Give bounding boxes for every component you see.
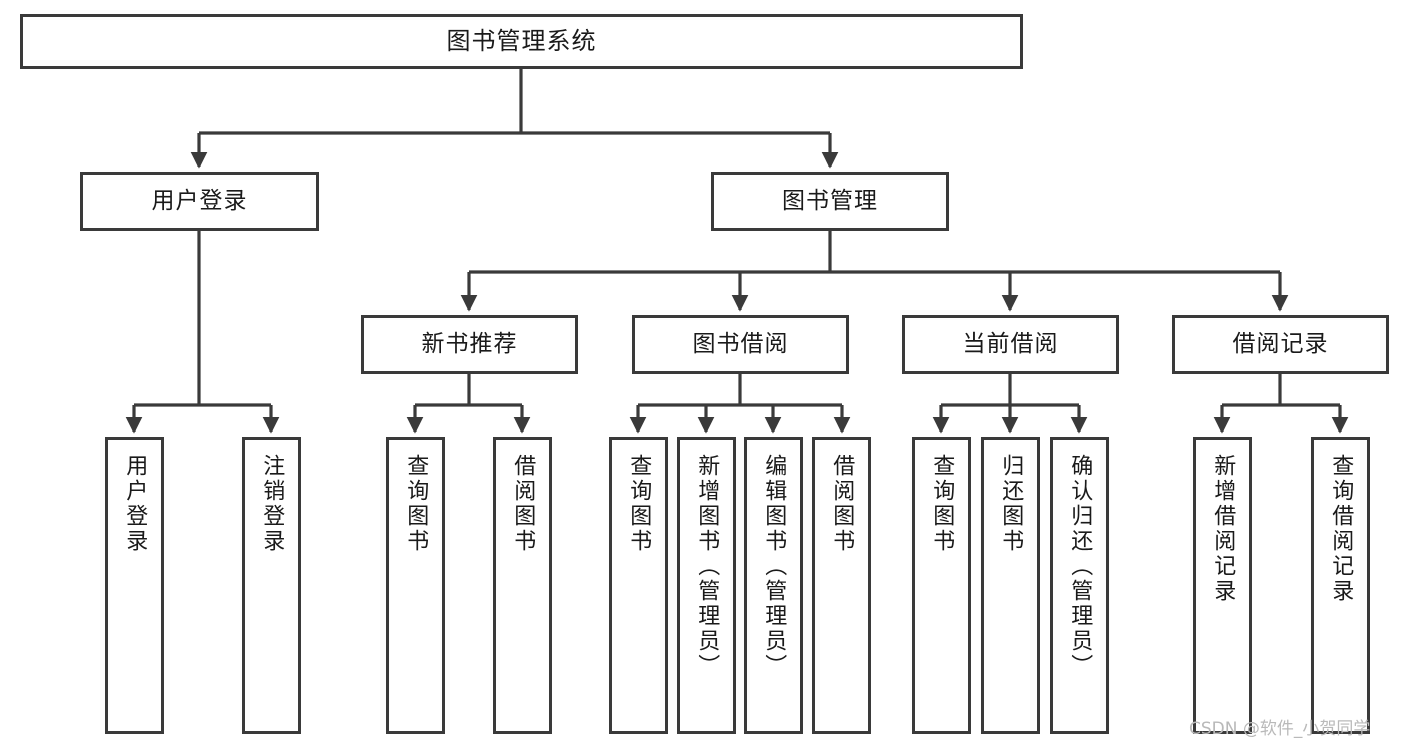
node-leaf-query-record-label: 查询借阅记录	[1328, 454, 1354, 604]
node-user-login[interactable]: 用户登录	[80, 172, 319, 231]
node-leaf-edit-book[interactable]: 编辑图书（管理员）	[744, 437, 803, 734]
node-new-book-recommend[interactable]: 新书推荐	[361, 315, 578, 374]
node-current-borrow-label: 当前借阅	[962, 330, 1059, 357]
node-leaf-user-login-label: 用户登录	[122, 454, 148, 554]
node-leaf-query-book-2-label: 查询图书	[626, 454, 652, 554]
node-leaf-user-login[interactable]: 用户登录	[105, 437, 164, 734]
node-book-manage[interactable]: 图书管理	[711, 172, 949, 231]
node-leaf-add-record[interactable]: 新增借阅记录	[1193, 437, 1252, 734]
node-leaf-query-book-2[interactable]: 查询图书	[609, 437, 668, 734]
node-leaf-confirm-return-label: 确认归还（管理员）	[1067, 454, 1093, 679]
node-leaf-borrow-book-2-label: 借阅图书	[829, 454, 855, 554]
node-book-manage-label: 图书管理	[782, 187, 878, 214]
node-leaf-query-record[interactable]: 查询借阅记录	[1311, 437, 1370, 734]
node-current-borrow[interactable]: 当前借阅	[902, 315, 1119, 374]
node-leaf-query-book-3-label: 查询图书	[929, 454, 955, 554]
node-leaf-query-book-1[interactable]: 查询图书	[386, 437, 445, 734]
watermark-text: CSDN @软件_小贺同学	[1189, 719, 1371, 739]
node-leaf-borrow-book-1[interactable]: 借阅图书	[493, 437, 552, 734]
node-leaf-add-book[interactable]: 新增图书（管理员）	[677, 437, 736, 734]
node-leaf-logout[interactable]: 注销登录	[242, 437, 301, 734]
node-leaf-return-book[interactable]: 归还图书	[981, 437, 1040, 734]
node-leaf-logout-label: 注销登录	[259, 454, 285, 554]
node-user-login-label: 用户登录	[151, 187, 248, 214]
node-new-book-recommend-label: 新书推荐	[421, 330, 518, 357]
node-root-label: 图书管理系统	[446, 27, 597, 56]
node-leaf-confirm-return[interactable]: 确认归还（管理员）	[1050, 437, 1109, 734]
node-leaf-borrow-book-1-label: 借阅图书	[510, 454, 536, 554]
node-root[interactable]: 图书管理系统	[20, 14, 1023, 69]
node-leaf-add-record-label: 新增借阅记录	[1210, 454, 1236, 604]
node-leaf-return-book-label: 归还图书	[998, 454, 1024, 554]
node-leaf-edit-book-label: 编辑图书（管理员）	[761, 454, 787, 679]
node-leaf-query-book-1-label: 查询图书	[403, 454, 429, 554]
node-leaf-query-book-3[interactable]: 查询图书	[912, 437, 971, 734]
node-book-borrow[interactable]: 图书借阅	[632, 315, 849, 374]
node-book-borrow-label: 图书借阅	[692, 330, 789, 357]
node-borrow-record[interactable]: 借阅记录	[1172, 315, 1389, 374]
node-borrow-record-label: 借阅记录	[1232, 330, 1329, 357]
node-leaf-add-book-label: 新增图书（管理员）	[694, 454, 720, 679]
node-leaf-borrow-book-2[interactable]: 借阅图书	[812, 437, 871, 734]
